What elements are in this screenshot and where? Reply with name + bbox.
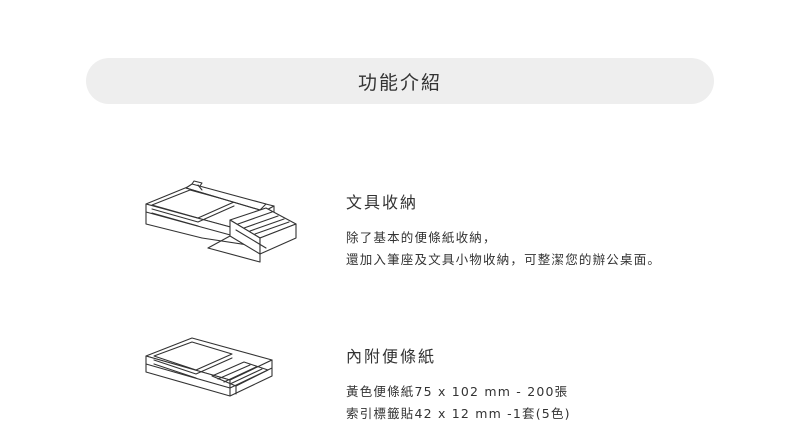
section-header: 功能介紹 — [86, 58, 714, 104]
feature-description-line: 還加入筆座及文具小物收納，可整潔您的辦公桌面。 — [346, 252, 662, 267]
feature-text: 文具收納 除了基本的便條紙收納， 還加入筆座及文具小物收納，可整潔您的辦公桌面。 — [346, 176, 696, 271]
stationery-organizer-icon — [138, 176, 308, 276]
feature-title: 內附便條紙 — [346, 347, 437, 366]
feature-description-line: 黃色便條紙75 x 102 mm - 200張 — [346, 384, 569, 399]
sticky-note-tray-icon — [138, 330, 308, 430]
feature-description-line: 除了基本的便條紙收納， — [346, 230, 497, 245]
feature-stationery-storage: 文具收納 除了基本的便條紙收納， 還加入筆座及文具小物收納，可整潔您的辦公桌面。 — [138, 176, 698, 276]
feature-title: 文具收納 — [346, 193, 419, 212]
feature-description-line: 索引標籤貼42 x 12 mm -1套(5色) — [346, 406, 571, 421]
section-title: 功能介紹 — [357, 71, 442, 94]
feature-sticky-notes-included: 內附便條紙 黃色便條紙75 x 102 mm - 200張 索引標籤貼42 x … — [138, 330, 698, 430]
feature-text: 內附便條紙 黃色便條紙75 x 102 mm - 200張 索引標籤貼42 x … — [346, 330, 696, 425]
